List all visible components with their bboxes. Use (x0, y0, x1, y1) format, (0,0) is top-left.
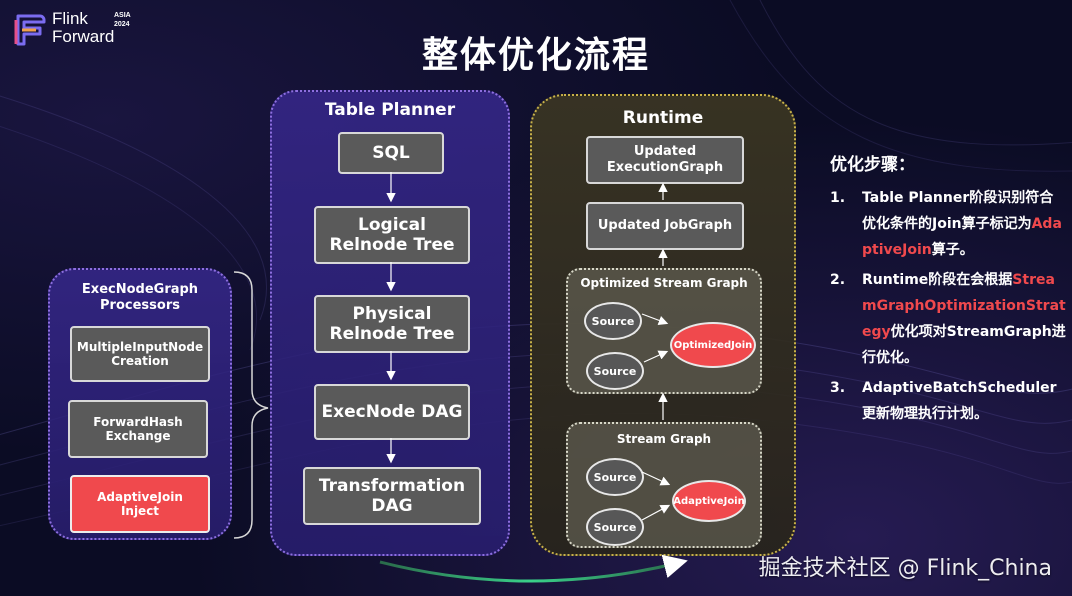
processor-adaptivejoin-inject: AdaptiveJoin Inject (70, 475, 210, 533)
step-number: 3. (830, 380, 846, 396)
node-label: AdaptiveJoin (673, 495, 745, 507)
planner-box-label-line1: Transformation (318, 475, 466, 496)
runtime-box-label: Updated JobGraph (597, 218, 733, 234)
logo-line2: Forward (52, 27, 115, 46)
step-text: Table Planner阶段识别符合优化条件的Join算子标记为Adaptiv… (862, 185, 1066, 263)
step-text-highlight: StreamGraphOptimizationStrategy (862, 272, 1066, 340)
processor-forwardhash-exchange: ForwardHash Exchange (68, 400, 208, 458)
planner-box-logical-relnode-tree: Logical Relnode Tree (314, 206, 470, 264)
logo-badge-line2: 2024 (114, 21, 130, 28)
planner-box-label-line2: DAG (371, 496, 413, 516)
node-label: Source (593, 520, 637, 534)
step-number: 1. (830, 190, 846, 206)
slide-title: 整体优化流程 (421, 35, 650, 76)
node-label: Source (593, 470, 637, 484)
runtime-box-label-line1: Updated (633, 144, 697, 160)
processor-label-line2: Inject (120, 504, 160, 518)
processors-panel-title: ExecNodeGraph Processors (50, 282, 230, 314)
steps-title: 优化步骤： (830, 155, 915, 175)
step-1: 1. Table Planner阶段识别符合优化条件的Join算子标记为Adap… (830, 185, 1066, 263)
table-planner-panel: Table Planner SQL Logical Relnode Tree P… (270, 90, 510, 556)
optimized-join-node: OptimizedJoin (670, 322, 756, 368)
execnodegraph-processors-panel: ExecNodeGraph Processors MultipleInputNo… (48, 268, 232, 540)
optimization-steps: 优化步骤： 1. Table Planner阶段识别符合优化条件的Join算子标… (830, 150, 1066, 427)
logo-badge: ASIA 2024 (114, 12, 131, 28)
processor-label-line1: AdaptiveJoin (97, 489, 183, 504)
logo-line1: Flink (52, 9, 88, 28)
runtime-panel: Runtime Updated ExecutionGraph Updated J… (530, 94, 796, 556)
step-text-part: Table Planner阶段识别符合优化条件的Join算子标记为 (862, 190, 1054, 232)
planner-box-transformation-dag: Transformation DAG (303, 467, 481, 525)
flink-forward-logo: Flink Forward ASIA 2024 (12, 10, 142, 50)
optimized-stream-graph-title: Optimized Stream Graph (580, 276, 748, 290)
stream-graph-panel: Stream Graph Source Source AdaptiveJoin (566, 422, 762, 548)
step-text: Runtime阶段在会根据StreamGraphOptimizationStra… (862, 267, 1066, 371)
node-label: OptimizedJoin (673, 339, 753, 351)
runtime-box-label-line2: ExecutionGraph (606, 160, 724, 175)
processors-title-line1: ExecNodeGraph (81, 282, 199, 297)
step-2: 2. Runtime阶段在会根据StreamGraphOptimizationS… (830, 267, 1066, 371)
planner-box-execnode-dag: ExecNode DAG (314, 384, 470, 440)
step-text: AdaptiveBatchScheduler更新物理执行计划。 (862, 375, 1066, 427)
planner-box-label: ExecNode DAG (321, 401, 463, 422)
planner-box-sql: SQL (338, 132, 444, 174)
step-text-part: 优化项对StreamGraph进行优化。 (862, 324, 1066, 366)
stream-source-node-1: Source (586, 458, 644, 496)
planner-box-label: SQL (372, 142, 410, 163)
flink-logo-icon (14, 14, 46, 46)
node-label: Source (591, 314, 635, 328)
step-text-highlight: AdaptiveJoin (862, 216, 1062, 258)
processor-label-line1: ForwardHash (93, 414, 183, 429)
planner-box-label-line1: Logical (358, 214, 426, 235)
node-label: Source (593, 364, 637, 378)
optimized-source-node-2: Source (586, 352, 644, 390)
planner-box-label-line2: Relnode Tree (329, 235, 455, 255)
step-number: 2. (830, 272, 846, 288)
step-3: 3. AdaptiveBatchScheduler更新物理执行计划。 (830, 375, 1066, 427)
planner-box-label-line2: Relnode Tree (329, 324, 455, 344)
step-text-part: 算子。 (931, 242, 974, 258)
runtime-box-updated-jobgraph: Updated JobGraph (586, 202, 744, 250)
processor-label-line2: Exchange (105, 429, 171, 443)
watermark: 掘金技术社区 @ Flink_China (758, 556, 1052, 581)
processor-multipleinputnode-creation: MultipleInputNode Creation (70, 326, 210, 382)
step-text-part: Runtime阶段在会根据 (862, 272, 1013, 288)
optimized-stream-graph-panel: Optimized Stream Graph Source Source Opt… (566, 268, 762, 394)
logo-wordmark: Flink Forward (52, 10, 114, 46)
table-planner-title: Table Planner (324, 100, 456, 120)
planner-box-label-line1: Physical (352, 303, 432, 324)
processor-label-line1: MultipleInputNode (76, 339, 204, 354)
logo-badge-line1: ASIA (114, 12, 131, 19)
stream-graph-title: Stream Graph (616, 432, 712, 446)
planner-box-physical-relnode-tree: Physical Relnode Tree (314, 295, 470, 353)
runtime-box-updated-executiongraph: Updated ExecutionGraph (586, 136, 744, 184)
adaptive-join-node: AdaptiveJoin (672, 480, 746, 522)
stream-source-node-2: Source (586, 508, 644, 546)
optimized-source-node-1: Source (584, 302, 642, 340)
step-text-part: AdaptiveBatchScheduler更新物理执行计划。 (862, 380, 1057, 422)
processors-title-line2: Processors (100, 298, 180, 313)
runtime-title: Runtime (622, 108, 704, 128)
processor-label-line2: Creation (111, 354, 169, 368)
